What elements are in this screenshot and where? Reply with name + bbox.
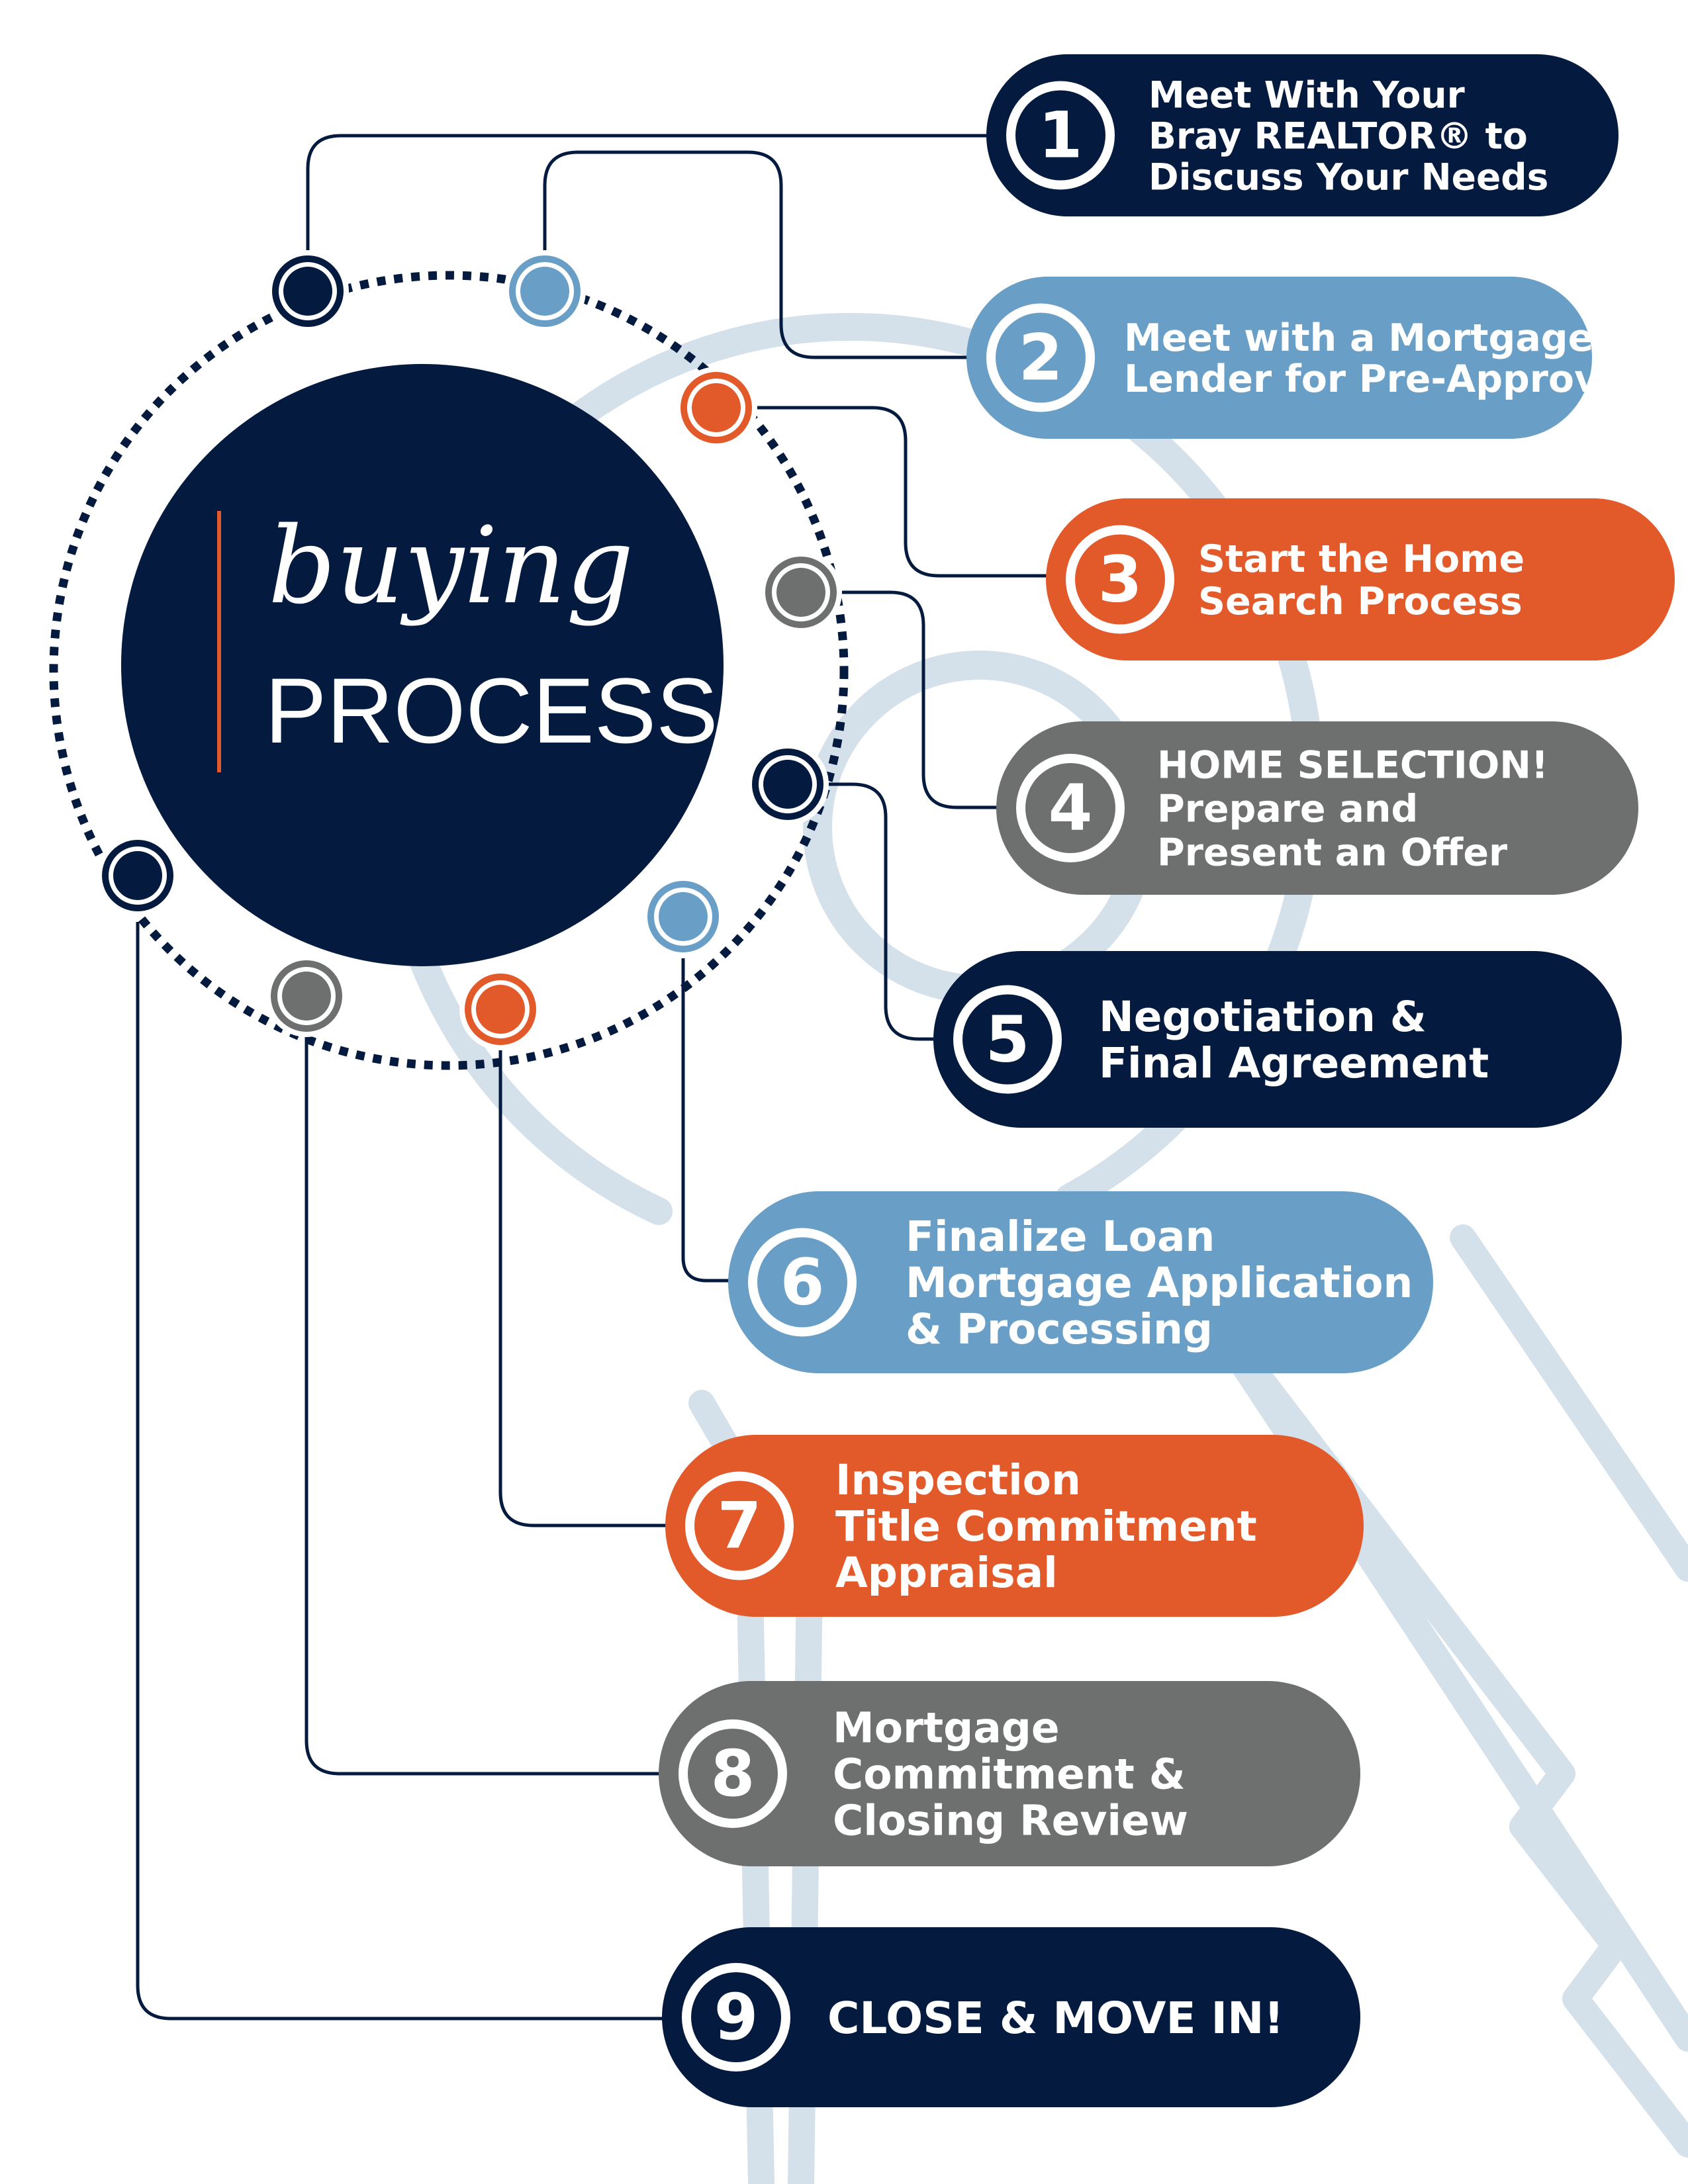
connector-step-7 xyxy=(498,1050,669,1527)
hub-accent-bar xyxy=(217,511,221,772)
step-text-line: Final Agreement xyxy=(1099,1039,1489,1087)
ring-node-1 xyxy=(267,250,349,332)
key-blade-groove xyxy=(1450,1224,1688,1582)
step-number: 4 xyxy=(1049,771,1093,845)
step-number: 6 xyxy=(780,1246,825,1320)
ring-node-core xyxy=(776,568,825,617)
step-number-badge-fill xyxy=(1075,534,1165,625)
step-text-line: Prepare and xyxy=(1157,788,1418,831)
ring-node-core xyxy=(113,851,162,900)
step-text-line: Discuss Your Needs xyxy=(1149,156,1548,198)
connector-step-8 xyxy=(305,1037,662,1776)
step-number: 2 xyxy=(1019,321,1063,395)
step-pill-background xyxy=(659,1681,1360,1866)
ring-node-core xyxy=(520,267,569,316)
hub-title-script: buying xyxy=(268,504,634,627)
hub-circle: buying PROCESS xyxy=(121,364,724,966)
step-pill-background xyxy=(966,277,1592,439)
ring-node-7 xyxy=(459,968,541,1050)
step-number: 9 xyxy=(714,1980,759,2054)
step-text-line: Search Process xyxy=(1198,580,1523,623)
ring-node-8 xyxy=(265,955,348,1037)
ring-node-core xyxy=(283,267,332,316)
step-pill-background xyxy=(662,1927,1360,2107)
step-text-line: Negotiation & xyxy=(1099,993,1427,1041)
step-pill-background xyxy=(986,54,1618,216)
connector-step-3 xyxy=(716,406,1049,578)
step-number: 3 xyxy=(1098,543,1143,617)
step-text-line: HOME SELECTION! xyxy=(1157,744,1548,788)
connector-step-5 xyxy=(788,782,940,1041)
connector-step-2 xyxy=(543,150,973,359)
ring-node-4 xyxy=(760,551,842,633)
step-number-badge-fill xyxy=(694,1480,784,1571)
step-text-line: Inspection xyxy=(835,1456,1081,1504)
ring-nodes xyxy=(97,250,842,1050)
step-number-badge-fill xyxy=(691,1972,781,2062)
step-pill-background xyxy=(996,721,1638,895)
step-number-badge-fill xyxy=(1015,90,1105,181)
ring-node-5 xyxy=(747,743,829,825)
step-text-line: Bray REALTOR® to xyxy=(1149,114,1528,157)
connector-step-4 xyxy=(801,590,1000,809)
connector-lines xyxy=(136,134,1049,2021)
step-text-line: Mortgage Application xyxy=(906,1259,1413,1307)
ring-node-core xyxy=(282,972,331,1021)
step-number-badge-fill xyxy=(996,312,1086,403)
step-number: 5 xyxy=(986,1003,1030,1077)
ring-node-2 xyxy=(504,250,586,332)
connector-step-6 xyxy=(681,958,735,1283)
connector-step-1 xyxy=(306,134,993,270)
step-text-line: Finalize Loan xyxy=(906,1212,1215,1261)
step-number: 8 xyxy=(711,1737,755,1811)
step-text-line: Title Commitment xyxy=(835,1502,1257,1551)
step-number-badge-fill xyxy=(757,1237,847,1328)
step-5-pill: 5 Negotiation &Final Agreement xyxy=(933,951,1622,1128)
step-number-badge-fill xyxy=(1025,763,1115,853)
step-text-line: Mortgage xyxy=(833,1704,1060,1752)
step-number-badge-fill xyxy=(962,994,1053,1085)
ring-node-core xyxy=(692,383,741,432)
step-number: 7 xyxy=(718,1489,762,1563)
step-text-line: Meet With Your xyxy=(1149,73,1465,116)
step-text-line: Meet with a Mortgage xyxy=(1124,316,1593,360)
step-text-line: Commitment & xyxy=(833,1751,1186,1799)
step-text-line: CLOSE & MOVE IN! xyxy=(827,1993,1284,2044)
step-text-line: Closing Review xyxy=(833,1797,1188,1845)
step-pill-background xyxy=(1046,498,1675,660)
step-pill-background xyxy=(933,951,1622,1128)
ring-node-9 xyxy=(97,835,179,917)
hub-disc xyxy=(121,364,724,966)
connector-step-9 xyxy=(136,922,665,2021)
step-number-badge-fill xyxy=(688,1729,778,1819)
step-pill-background xyxy=(665,1435,1364,1617)
ring-node-6 xyxy=(642,876,724,958)
step-number: 1 xyxy=(1039,99,1083,173)
dotted-ring xyxy=(49,271,849,1070)
step-text-line: Present an Offer xyxy=(1157,831,1507,875)
step-pill-background xyxy=(728,1191,1433,1373)
ring-node-core xyxy=(659,892,708,941)
step-text-line: Start the Home xyxy=(1198,537,1524,581)
key-teeth xyxy=(1205,1310,1688,2158)
hub-title-caps: PROCESS xyxy=(265,659,718,762)
ring-node-core xyxy=(763,760,812,809)
ring-node-3 xyxy=(675,367,757,449)
step-text-line: Appraisal xyxy=(835,1549,1058,1597)
step-9-pill: 9 CLOSE & MOVE IN! xyxy=(662,1927,1360,2107)
step-text-line: & Processing xyxy=(906,1305,1213,1353)
ring-node-core xyxy=(476,985,525,1034)
step-text-line: Lender for Pre-Approval xyxy=(1124,357,1637,401)
